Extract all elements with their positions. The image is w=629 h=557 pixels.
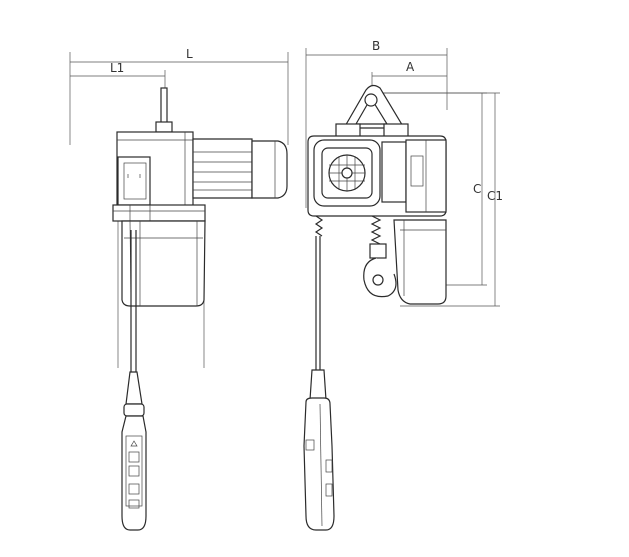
pendant-control-side xyxy=(121,371,147,531)
pendant-control-front xyxy=(303,369,335,531)
dim-label-a: A xyxy=(406,60,415,74)
dim-label-b: B xyxy=(372,39,380,53)
dim-label-c: C xyxy=(473,182,481,196)
hoist-side-view xyxy=(112,87,288,372)
dimension-labels: L L1 B A C C1 xyxy=(110,39,503,203)
dim-label-l: L xyxy=(186,47,193,61)
dim-label-c1: C1 xyxy=(487,189,503,203)
hoist-front-view xyxy=(307,84,447,370)
dim-label-l1: L1 xyxy=(110,61,124,75)
